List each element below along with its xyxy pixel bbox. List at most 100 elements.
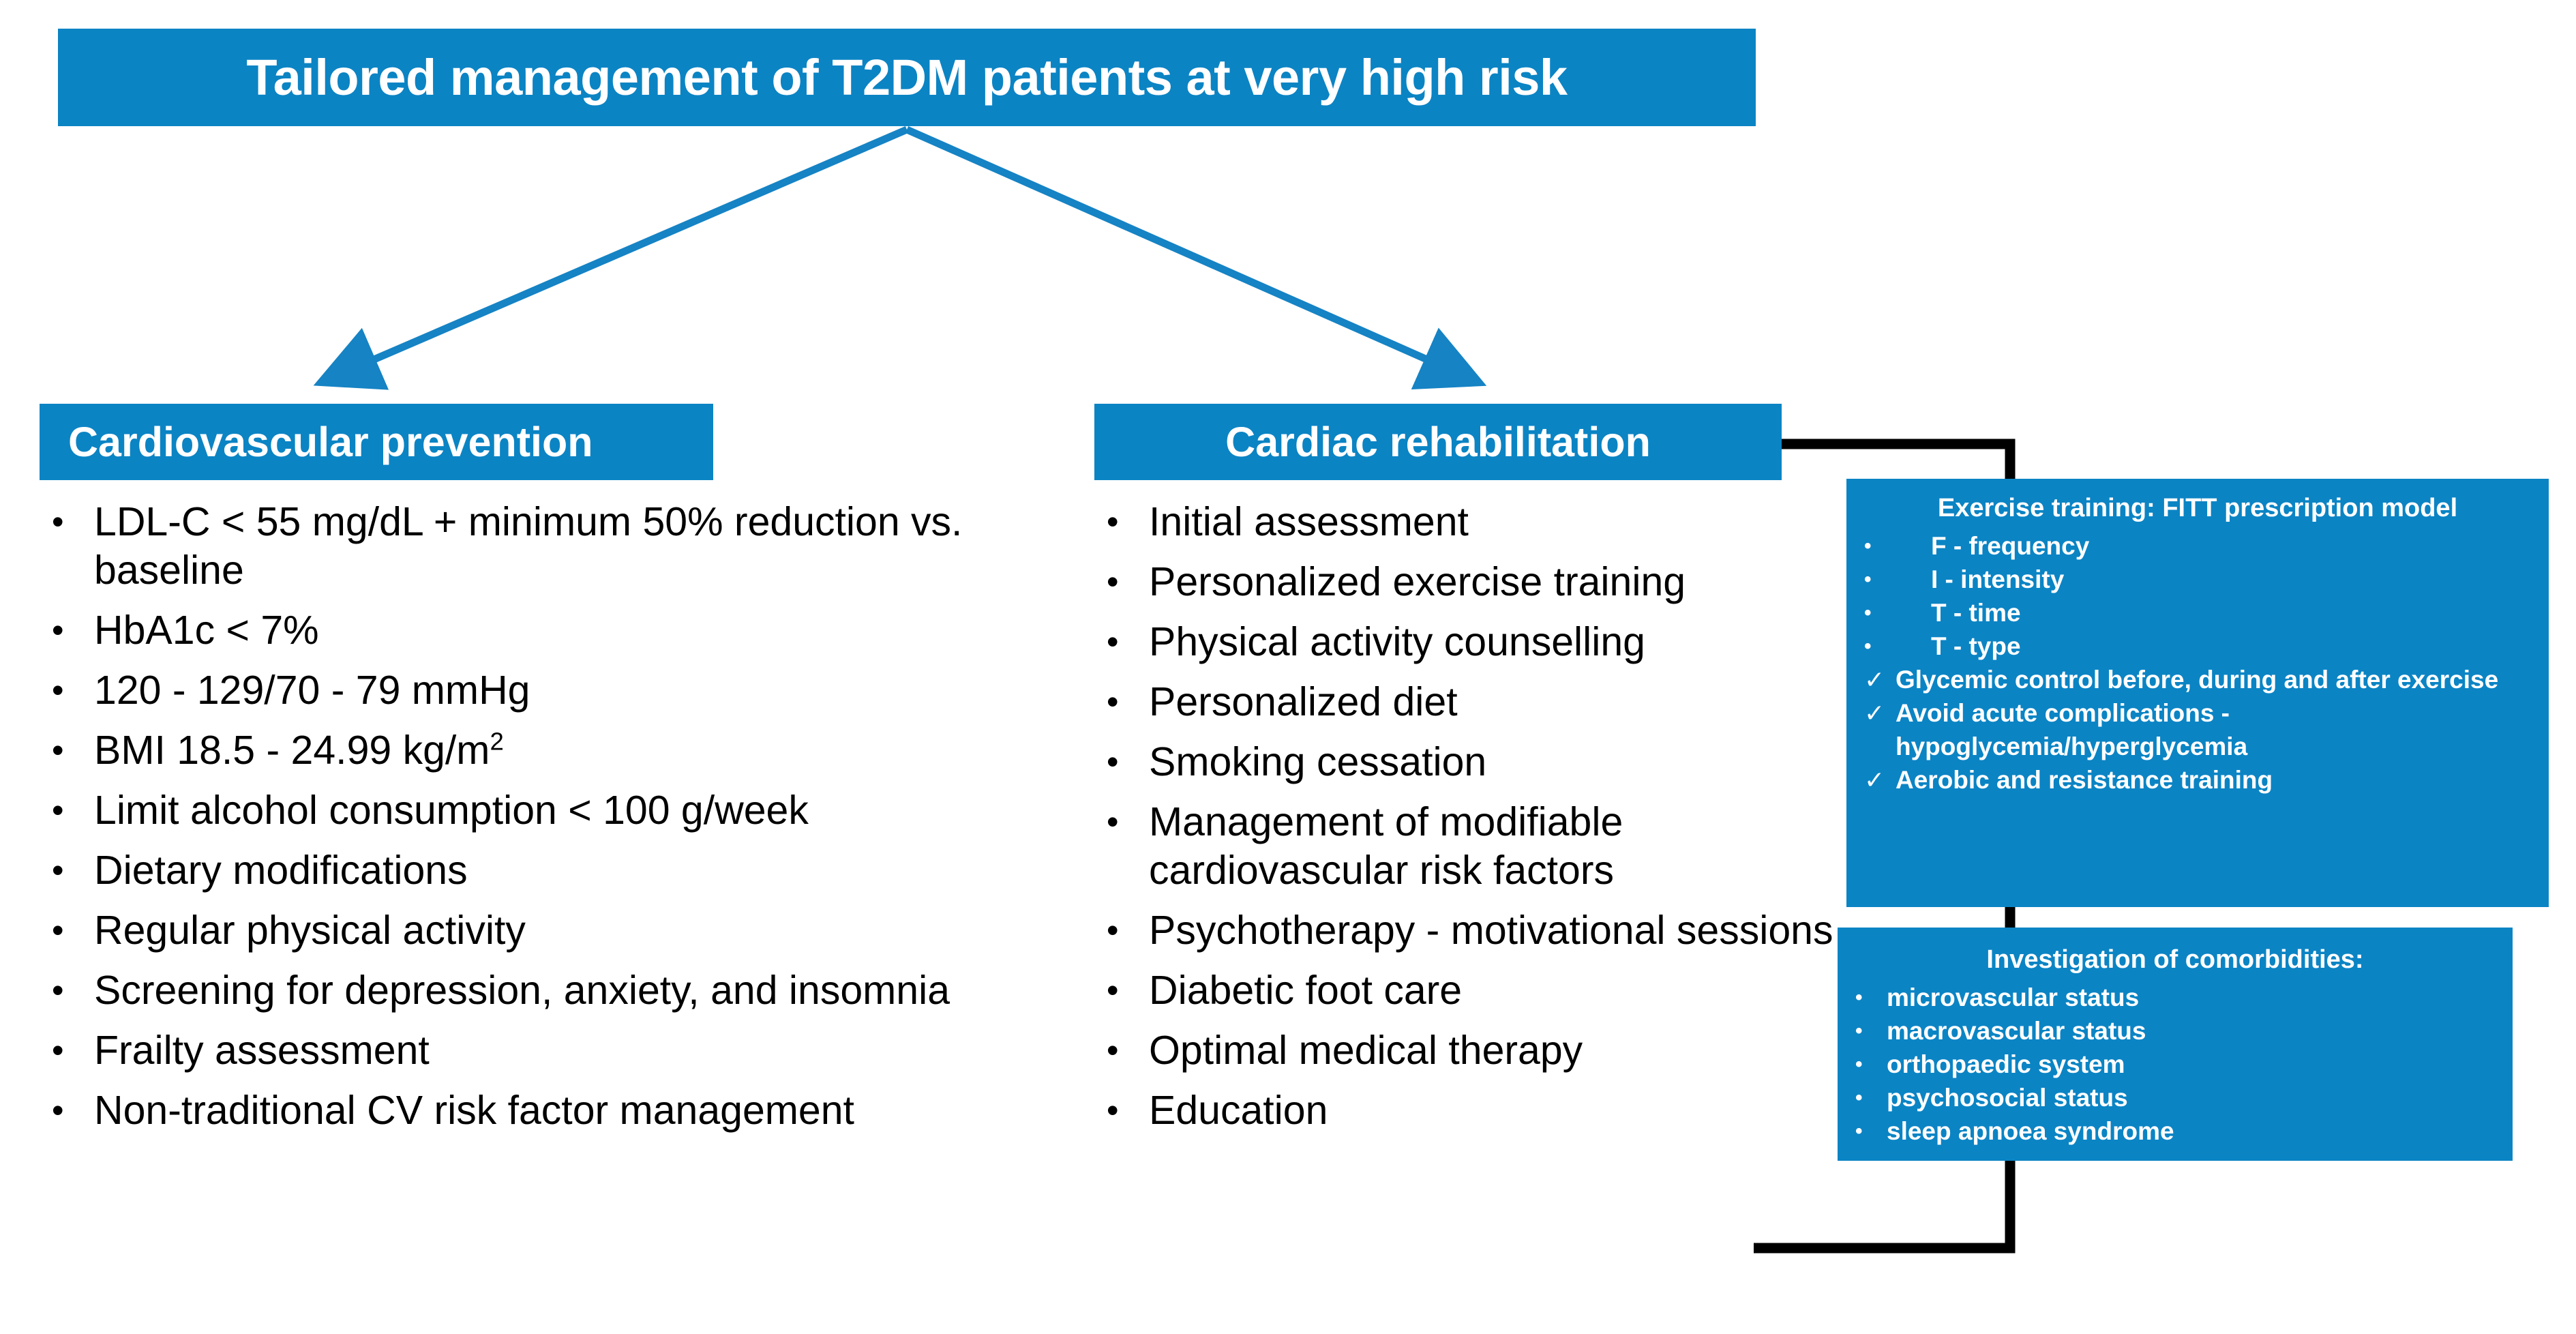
list-item: • LDL-C < 55 mg/dL + minimum 50% reducti… — [40, 498, 1035, 595]
bullet-dot-icon: • — [52, 851, 64, 889]
bullet-dot-icon: • — [1107, 623, 1119, 661]
bullet-dot-icon: • — [1855, 1120, 1863, 1142]
bullet-dot-icon: • — [1107, 683, 1119, 721]
bullet-dot-icon: • — [1107, 1091, 1119, 1129]
panel-line-label: T - time — [1931, 599, 2021, 627]
bullet-dot-icon: • — [1864, 535, 1872, 557]
list-item: • 120 - 129/70 - 79 mmHg — [40, 666, 1035, 715]
panel-line-label: T - type — [1931, 632, 2021, 660]
list-item-label: Non-traditional CV risk factor managemen… — [94, 1088, 854, 1133]
list-item: • Dietary modifications — [40, 846, 1035, 895]
list-item: • Smoking cessation — [1094, 738, 1858, 786]
bullet-dot-icon: • — [52, 611, 64, 649]
list-item: • Optimal medical therapy — [1094, 1026, 1858, 1075]
column-header-prevention-label: Cardiovascular prevention — [68, 419, 593, 465]
list-item-label: Initial assessment — [1149, 499, 1469, 544]
bullet-dot-icon: • — [1855, 986, 1863, 1009]
panel-line: ✓ Aerobic and resistance training — [1864, 763, 2531, 797]
panel-line: • T - time — [1864, 596, 2531, 629]
check-icon: ✓ — [1864, 766, 1885, 794]
list-item-label: Diabetic foot care — [1149, 968, 1463, 1013]
list-item: • Screening for depression, anxiety, and… — [40, 966, 1035, 1015]
bullet-dot-icon: • — [52, 791, 64, 829]
bullet-dot-icon: • — [1107, 971, 1119, 1009]
list-item-label: Optimal medical therapy — [1149, 1028, 1583, 1073]
bullet-dot-icon: • — [1864, 635, 1872, 657]
list-item: • Personalized exercise training — [1094, 558, 1858, 606]
list-item-label: 120 - 129/70 - 79 mmHg — [94, 668, 530, 713]
bullet-dot-icon: • — [1855, 1020, 1863, 1042]
list-item: • Management of modifiable cardiovascula… — [1094, 798, 1858, 895]
list-item-label: Management of modifiable cardiovascular … — [1149, 799, 1623, 893]
list-item-label: Smoking cessation — [1149, 739, 1487, 784]
panel-line-label: macrovascular status — [1887, 1017, 2146, 1045]
bullet-dot-icon: • — [1107, 803, 1119, 841]
panel-line-label: psychosocial status — [1887, 1084, 2128, 1112]
bullet-dot-icon: • — [52, 1031, 64, 1069]
list-item: • Diabetic foot care — [1094, 966, 1858, 1015]
list-item-label: LDL-C < 55 mg/dL + minimum 50% reduction… — [94, 499, 963, 593]
panel-line: • microvascular status — [1855, 981, 2495, 1014]
bullet-list-prevention: • LDL-C < 55 mg/dL + minimum 50% reducti… — [40, 498, 1035, 1146]
panel-line: • orthopaedic system — [1855, 1048, 2495, 1081]
panel-line-label: microvascular status — [1887, 983, 2140, 1011]
list-item-label: Psychotherapy - motivational sessions — [1149, 908, 1833, 953]
list-item-label: Education — [1149, 1088, 1328, 1133]
arrow-to-rehabilitation — [905, 125, 1487, 390]
bullet-dot-icon: • — [1107, 503, 1119, 541]
arrow-to-prevention — [313, 125, 909, 390]
panel-line-label: I - intensity — [1931, 565, 2065, 593]
bullet-dot-icon: • — [1855, 1053, 1863, 1076]
panel-line: • sleep apnoea syndrome — [1855, 1114, 2495, 1148]
panel-line: • I - intensity — [1864, 563, 2531, 596]
list-item: • Regular physical activity — [40, 906, 1035, 955]
column-header-rehabilitation: Cardiac rehabilitation — [1094, 404, 1782, 480]
bullet-dot-icon: • — [1107, 911, 1119, 949]
bullet-dot-icon: • — [52, 971, 64, 1009]
list-item-label: Dietary modifications — [94, 848, 468, 893]
list-item-label: Personalized diet — [1149, 679, 1458, 724]
panel-line: • macrovascular status — [1855, 1014, 2495, 1048]
bullet-dot-icon: • — [1864, 568, 1872, 591]
bullet-dot-icon: • — [1107, 743, 1119, 781]
list-item: • Initial assessment — [1094, 498, 1858, 546]
bullet-list-rehabilitation: • Initial assessment • Personalized exer… — [1094, 498, 1858, 1146]
panel-line-label: sleep apnoea syndrome — [1887, 1117, 2174, 1145]
list-item-label: Screening for depression, anxiety, and i… — [94, 968, 950, 1013]
list-item-label: Limit alcohol consumption < 100 g/week — [94, 788, 809, 833]
list-item-label: Personalized exercise training — [1149, 559, 1686, 604]
list-item: • BMI 18.5 - 24.99 kg/m2 — [40, 726, 1035, 775]
check-icon: ✓ — [1864, 666, 1885, 694]
list-item-label: Regular physical activity — [94, 908, 526, 953]
bullet-dot-icon: • — [52, 1091, 64, 1129]
column-header-rehabilitation-label: Cardiac rehabilitation — [1225, 419, 1651, 465]
panel-line: ✓ Glycemic control before, during and af… — [1864, 663, 2531, 696]
panel-line: • T - type — [1864, 629, 2531, 663]
page-title: Tailored management of T2DM patients at … — [246, 49, 1568, 106]
bullet-dot-icon: • — [52, 503, 64, 541]
list-item: • Non-traditional CV risk factor managem… — [40, 1086, 1035, 1135]
list-item: • Frailty assessment — [40, 1026, 1035, 1075]
diagram-title-banner: Tailored management of T2DM patients at … — [58, 29, 1756, 126]
list-item: • Physical activity counselling — [1094, 618, 1858, 666]
panel-line-label: Aerobic and resistance training — [1896, 766, 2273, 794]
panel-line-label: Glycemic control before, during and afte… — [1896, 666, 2499, 694]
panel-line: • F - frequency — [1864, 529, 2531, 563]
panel-line-label: F - frequency — [1931, 532, 2090, 560]
list-item-label: Physical activity counselling — [1149, 619, 1645, 664]
panel-comorbidities: Investigation of comorbidities: • microv… — [1838, 928, 2513, 1161]
bullet-dot-icon: • — [52, 911, 64, 949]
bullet-dot-icon: • — [52, 731, 64, 769]
bullet-dot-icon: • — [1855, 1086, 1863, 1109]
panel-line-label: orthopaedic system — [1887, 1050, 2125, 1078]
panel-comorbidities-title: Investigation of comorbidities: — [1986, 945, 2364, 974]
list-item: • Education — [1094, 1086, 1858, 1135]
check-icon: ✓ — [1864, 699, 1885, 727]
list-item: • Psychotherapy - motivational sessions — [1094, 906, 1858, 955]
column-header-prevention: Cardiovascular prevention — [40, 404, 713, 480]
list-item-label: HbA1c < 7% — [94, 608, 319, 653]
list-item-label: Frailty assessment — [94, 1028, 430, 1073]
bullet-dot-icon: • — [1864, 602, 1872, 624]
list-item-label: BMI 18.5 - 24.99 kg/m2 — [94, 727, 504, 773]
